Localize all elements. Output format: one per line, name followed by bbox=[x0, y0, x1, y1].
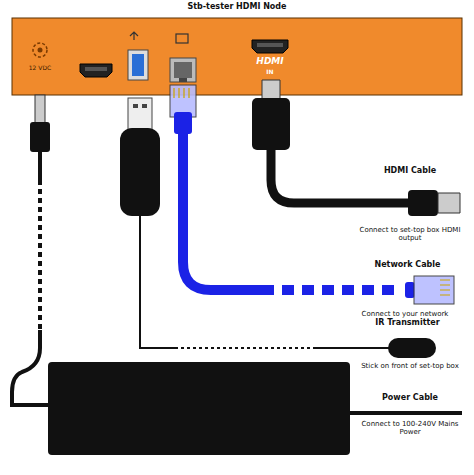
cable-name: Power Cable bbox=[355, 393, 465, 403]
cable-name: HDMI Cable bbox=[355, 166, 465, 176]
cable-note: Stick on front of set-top box bbox=[355, 362, 465, 370]
port-label: 12 VDC bbox=[24, 64, 56, 71]
cable-name: IR Transmitter bbox=[350, 318, 465, 328]
device-heading: Stb-tester HDMI Node bbox=[12, 2, 462, 12]
port-label: IN bbox=[248, 68, 292, 75]
cable-note: Connect to set-top box HDMI output bbox=[355, 226, 465, 243]
cable-note: Connect to your network bbox=[345, 310, 465, 318]
device-box: Stb-tester HDMI Node bbox=[12, 2, 462, 95]
cable-name: Network Cable bbox=[350, 260, 465, 270]
port-label: HDMI bbox=[248, 56, 292, 67]
cable-note: Connect to 100-240V Mains Power bbox=[355, 420, 465, 437]
